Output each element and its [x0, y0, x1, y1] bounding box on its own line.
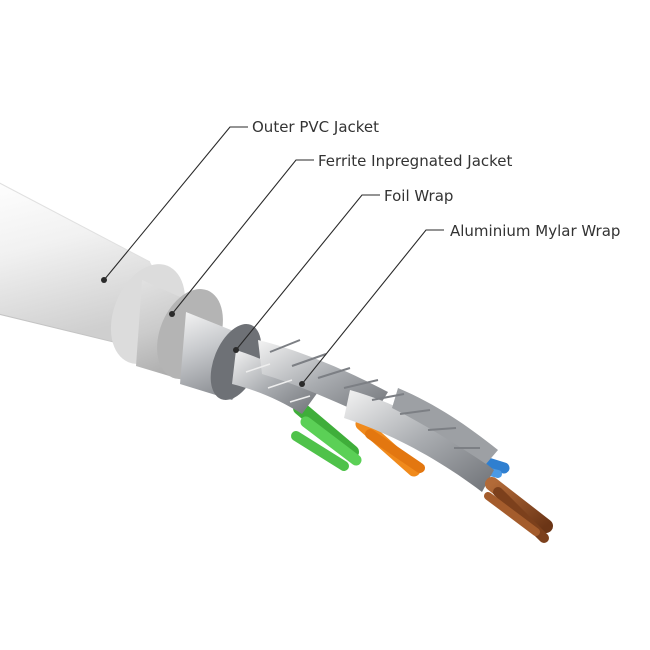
- callout-ferrite-jacket: Ferrite Inpregnated Jacket: [169, 152, 513, 317]
- twisted-pairs-shape: [232, 339, 498, 492]
- green-pair-ends: [291, 401, 362, 471]
- callout-foil-wrap: Foil Wrap: [233, 187, 453, 353]
- callout-outer-pvc-jacket: Outer PVC Jacket: [101, 118, 379, 283]
- ferrite-jacket-label: Ferrite Inpregnated Jacket: [318, 152, 513, 170]
- callout-mylar-wrap: Aluminium Mylar Wrap: [299, 222, 620, 387]
- outer-pvc-jacket-label: Outer PVC Jacket: [252, 118, 379, 136]
- brown-pair-ends: [484, 477, 553, 543]
- orange-pair-ends: [355, 417, 425, 477]
- foil-wrap-label: Foil Wrap: [384, 187, 453, 205]
- mylar-wrap-label: Aluminium Mylar Wrap: [450, 222, 620, 240]
